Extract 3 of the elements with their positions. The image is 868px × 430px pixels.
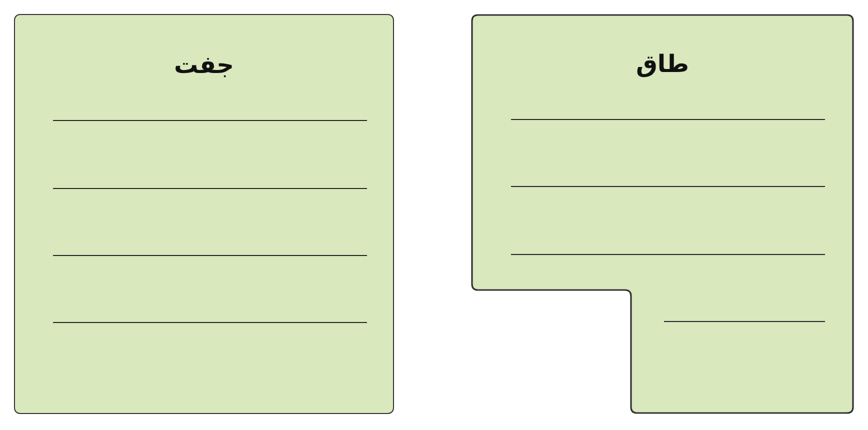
card-heading: جفت <box>174 51 234 79</box>
card <box>14 14 394 414</box>
card-heading: طاق <box>636 50 690 78</box>
